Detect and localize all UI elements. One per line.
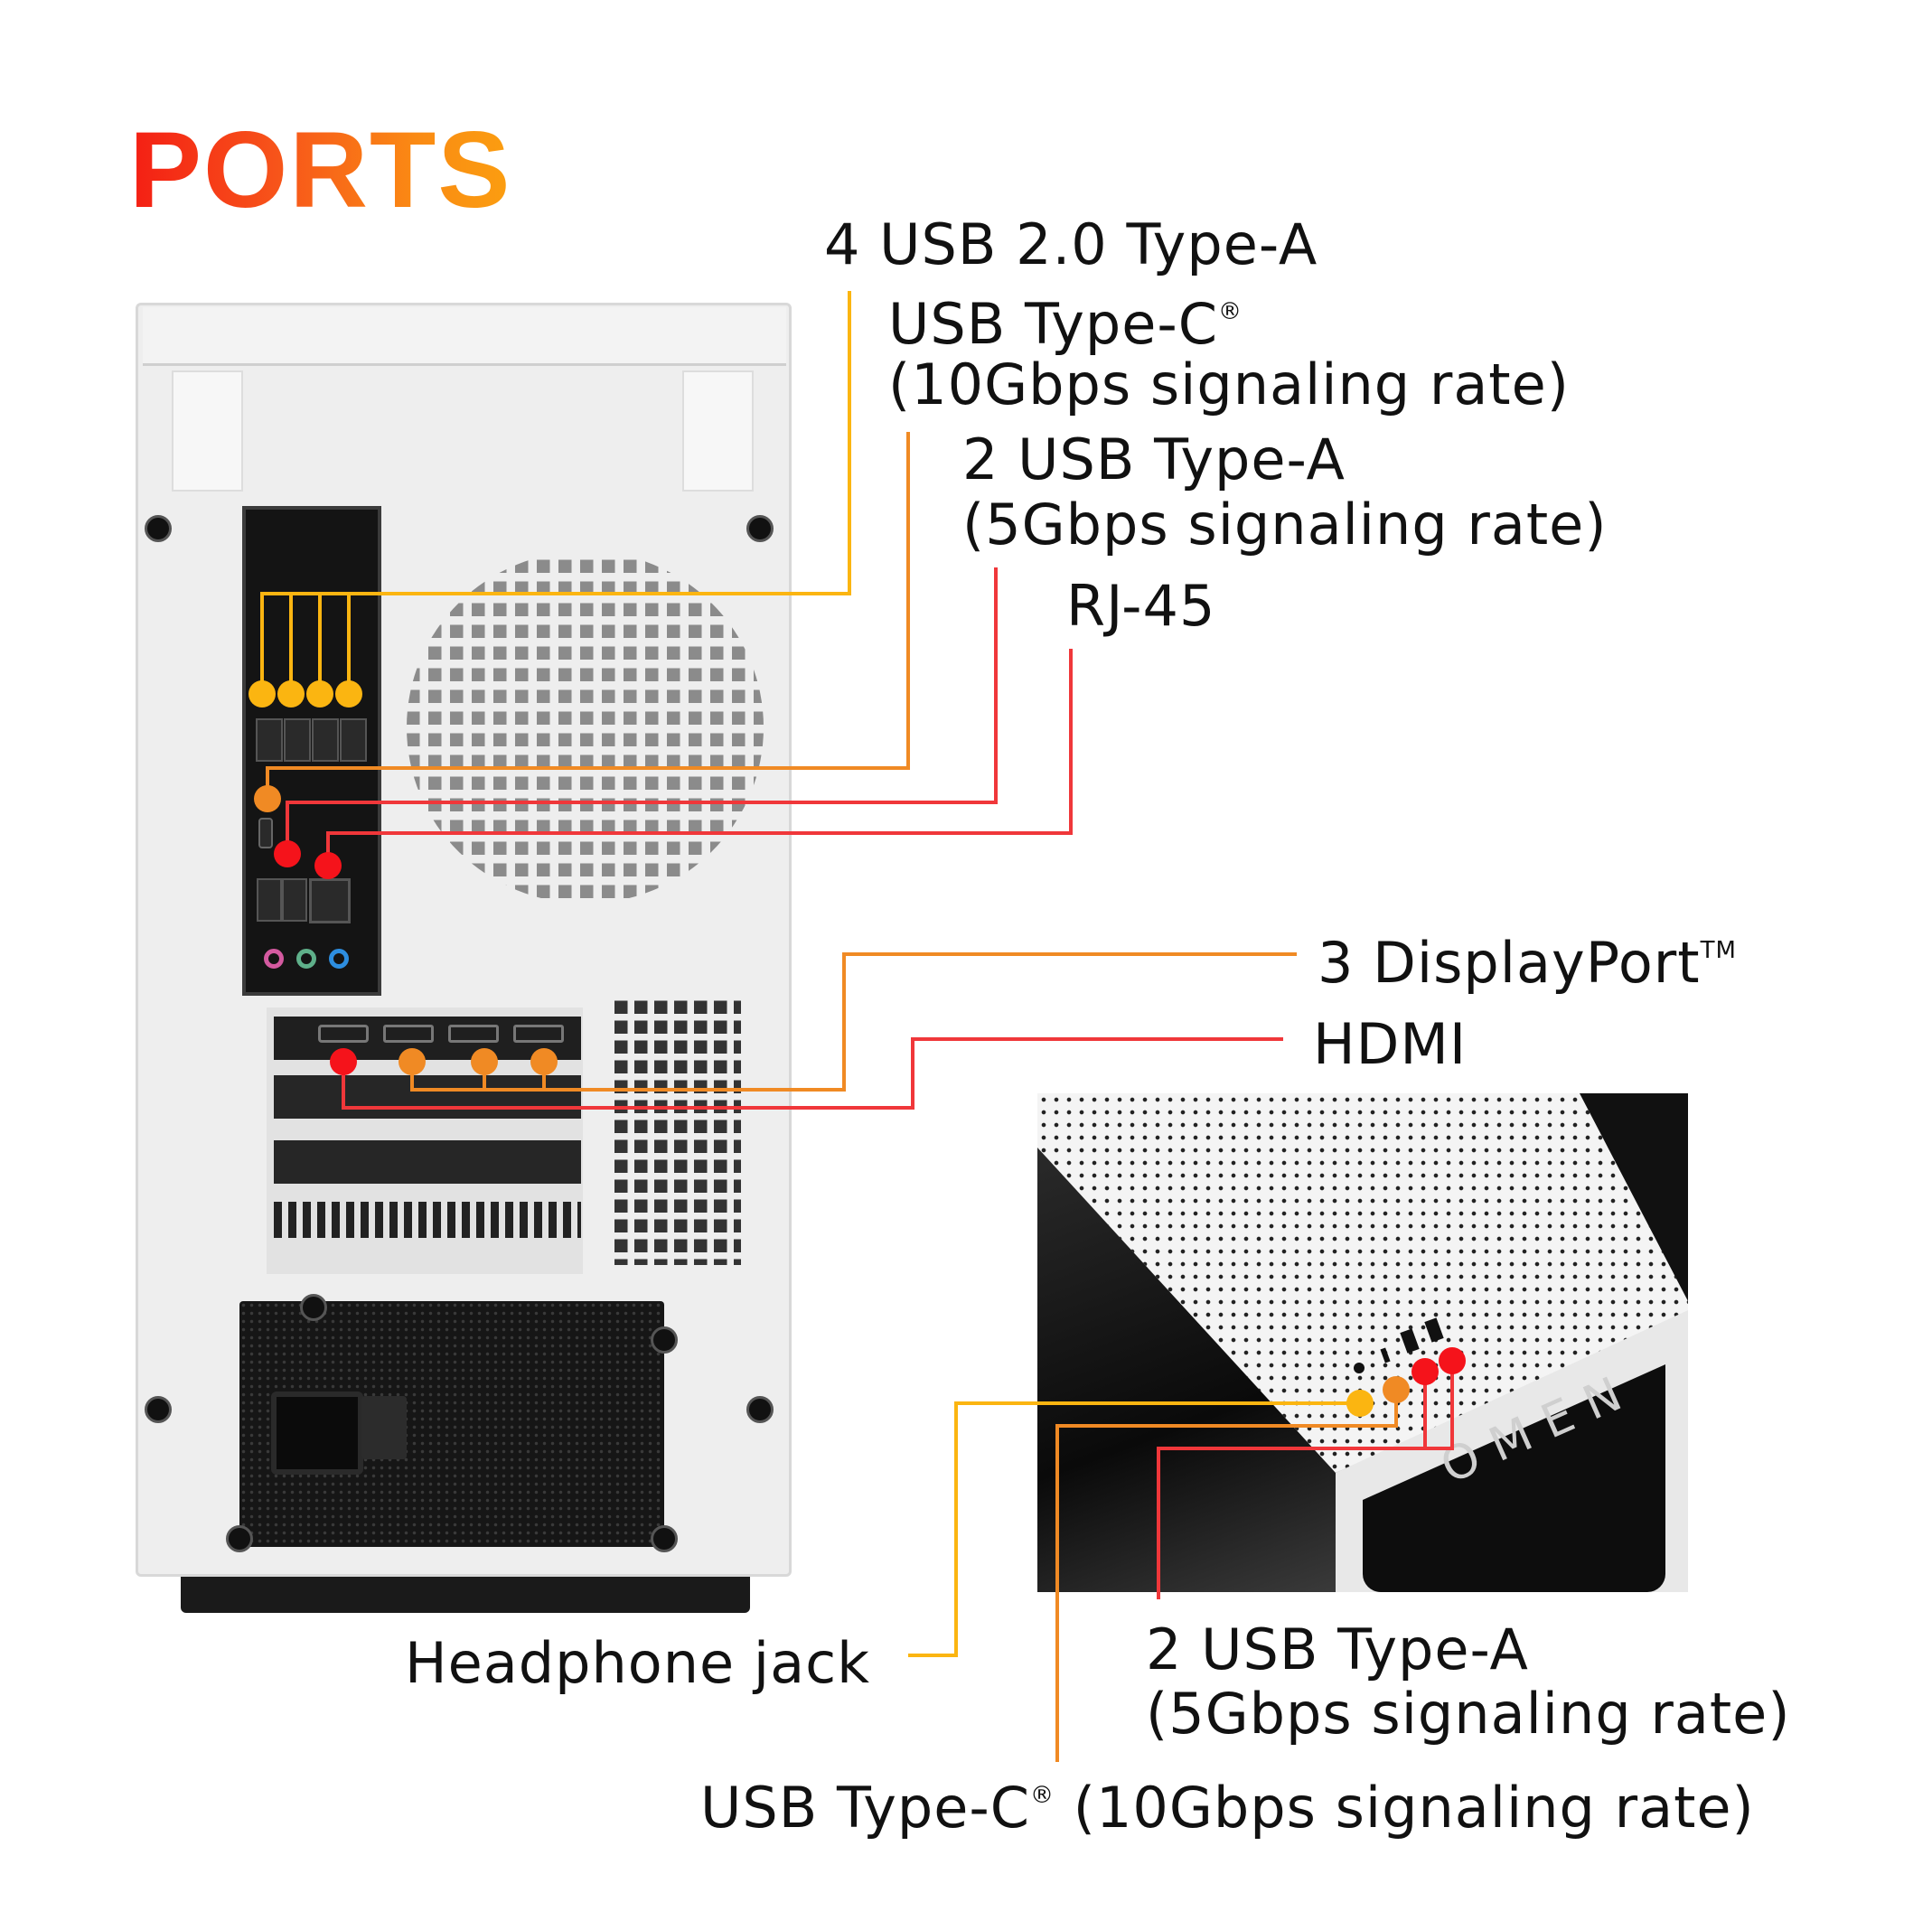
handle-right [682,370,754,492]
screw [746,1396,774,1423]
usb-a-port [340,718,367,762]
label-usb20: 4 USB 2.0 Type-A [824,211,1318,277]
screw [226,1525,253,1552]
usb20-markers [249,680,362,707]
usb-a-port [312,718,339,762]
label-headphone-jack: Headphone jack [405,1630,871,1696]
slot-vent [274,1202,581,1238]
side-vent [614,994,741,1265]
label-usba-rear-rate: (5Gbps signaling rate) [962,492,1608,558]
rear-fan-grille [407,551,764,904]
ports-title: PORTS [129,109,512,230]
label-usbc-front: USB Type-C® (10Gbps signaling rate) [700,1775,1755,1841]
handle-left [172,370,243,492]
power-switch [361,1396,407,1459]
displayport-port [448,1025,499,1043]
usb20-leader [260,291,851,691]
slot-cover [274,1140,581,1184]
label-usbc-rear-rate: (10Gbps signaling rate) [888,351,1570,417]
label-hdmi: HDMI [1313,1011,1468,1077]
front-headphone-jack [1354,1363,1365,1373]
screw [300,1294,327,1321]
label-usbc-rear: USB Type-C® [888,291,1243,357]
label-usba-front: 2 USB Type-A [1146,1616,1529,1682]
usb-a-port [256,718,283,762]
gpu-bracket [274,1017,581,1060]
usb-a-port [282,878,307,922]
screw [651,1525,678,1552]
audio-line-in-jack [329,949,349,969]
audio-mic-jack [264,949,284,969]
usb-c-port [258,818,273,848]
audio-line-out-jack [296,949,316,969]
hdmi-port [318,1025,369,1043]
label-usba-front-rate: (5Gbps signaling rate) [1146,1681,1791,1747]
label-rj45: RJ-45 [1066,573,1216,639]
screw [145,515,172,542]
tower-base [181,1577,750,1613]
displayport-port [383,1025,434,1043]
power-socket [271,1392,363,1475]
usb-a-port [257,878,282,922]
tower-top-rail [143,307,786,366]
screw [651,1326,678,1354]
screw [145,1396,172,1423]
label-displayport: 3 DisplayPortTM [1318,930,1737,996]
gpu-vent-bracket [274,1075,581,1119]
label-usba-rear: 2 USB Type-A [962,426,1346,492]
displayport-port [513,1025,564,1043]
screw [746,515,774,542]
rj45-port [309,878,351,923]
usb-a-port [284,718,311,762]
